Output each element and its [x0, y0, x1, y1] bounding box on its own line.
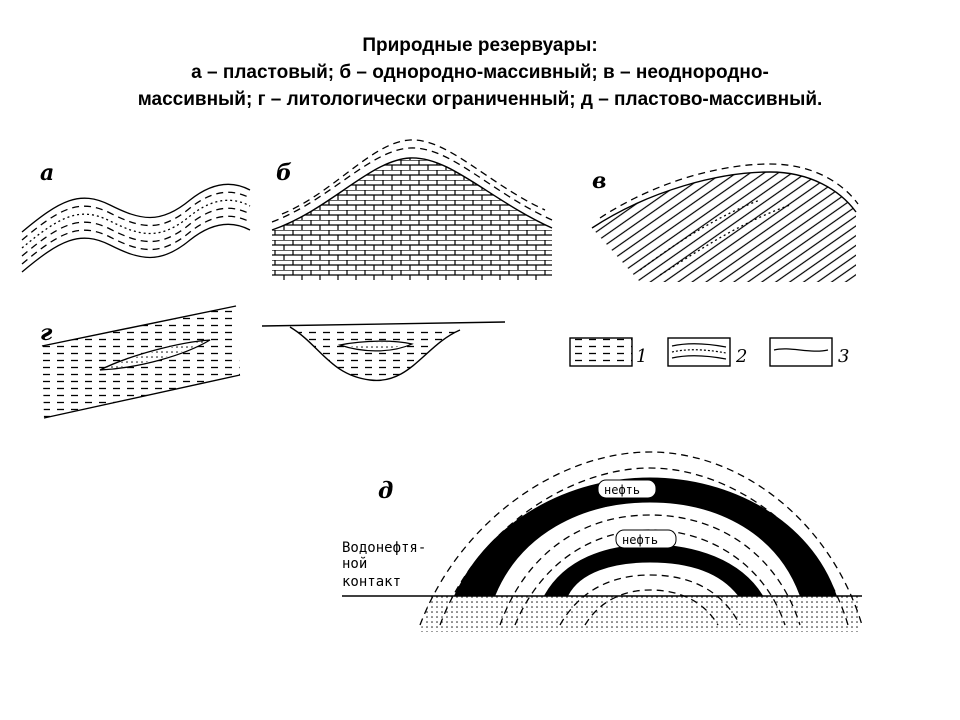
panel-d-stratal-massive: д нефть нефть Водонефтя- ной контакт — [342, 451, 863, 632]
contact-label-line-2: ной — [342, 556, 367, 572]
oil-label-lower: нефть — [622, 533, 658, 547]
oil-label-upper: нефть — [604, 483, 640, 497]
panel-v-heterogeneous-massive: в — [591, 163, 859, 282]
page-title: Природные резервуары: — [362, 35, 598, 56]
page-subtitle-line-1: а – пластовый; б – однородно-массивный; … — [191, 62, 769, 83]
panel-v-letter: в — [592, 168, 606, 194]
panel-g-letter: г — [40, 320, 53, 346]
page-title-block: Природные резервуары: а – пластовый; б –… — [0, 32, 960, 113]
legend-item-2: 2 — [667, 337, 747, 367]
contact-label-line-1: Водонефтя- — [342, 540, 426, 556]
legend-item-2-label: 2 — [735, 346, 747, 367]
contact-label-line-3: контакт — [342, 574, 401, 590]
legend-item-1: 1 — [569, 337, 647, 367]
legend: 1 2 3 — [569, 337, 849, 367]
panel-b-letter: б — [276, 160, 292, 186]
page-subtitle-line-2: массивный; г – литологически ограниченны… — [137, 89, 823, 110]
legend-item-3-label: 3 — [838, 346, 849, 367]
legend-item-1-label: 1 — [636, 346, 647, 367]
panel-a-stratal-reservoir: а — [21, 160, 251, 273]
legend-item-3: 3 — [769, 337, 849, 367]
panel-g-lithologically-limited: г — [40, 305, 241, 419]
panel-a-letter: а — [40, 160, 54, 186]
panel-a-wave-bands — [21, 183, 251, 273]
panel-b-homogeneous-massive: б — [271, 139, 553, 280]
panel-trough-lens — [261, 321, 506, 382]
panel-d-letter: д — [378, 478, 393, 504]
